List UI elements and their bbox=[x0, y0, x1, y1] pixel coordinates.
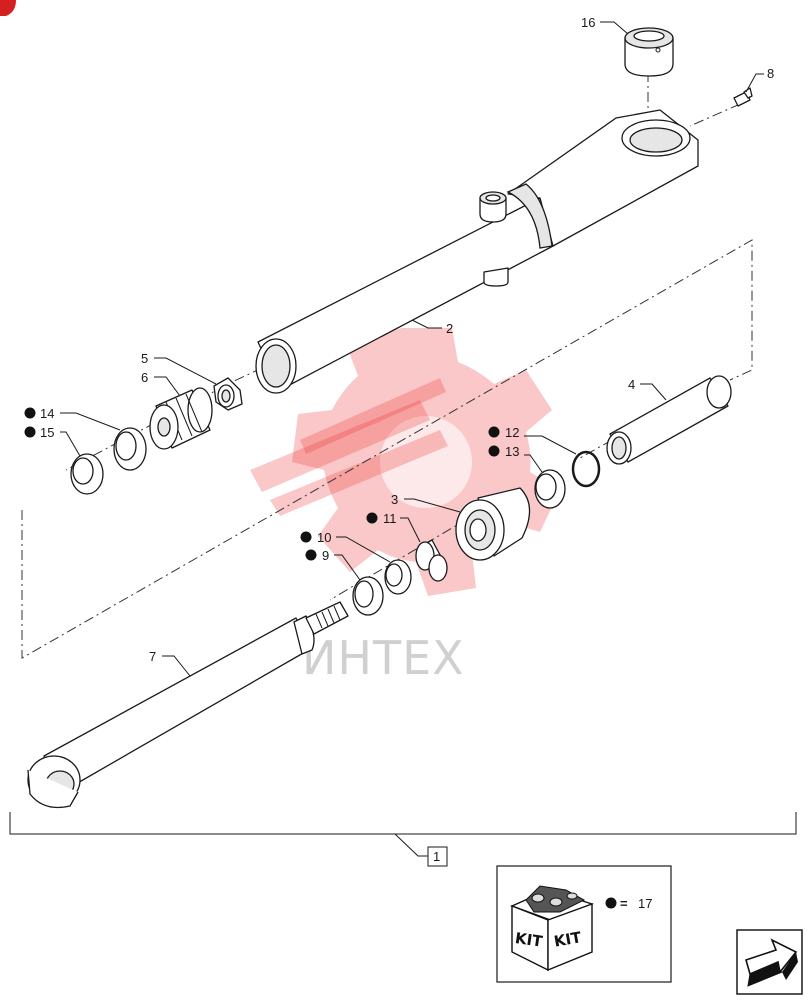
callout-10-group: 10 bbox=[300, 530, 391, 563]
callout-9: 9 bbox=[322, 548, 329, 563]
callout-14-group: 14 bbox=[24, 406, 121, 431]
assembly-leader bbox=[394, 833, 428, 857]
kit-dot-15 bbox=[24, 426, 36, 438]
axis-pin bbox=[689, 103, 741, 127]
callout-9-group: 9 bbox=[305, 548, 361, 581]
kit-dot-9 bbox=[305, 549, 317, 561]
part-7-piston-rod bbox=[27, 601, 349, 809]
part-6-piston bbox=[149, 387, 213, 450]
callout-1: 1 bbox=[433, 849, 440, 864]
kit-legend-dot bbox=[605, 897, 617, 909]
callout-11: 11 bbox=[383, 511, 397, 526]
callout-8-group: 8 bbox=[745, 66, 774, 93]
callout-2: 2 bbox=[446, 321, 453, 336]
watermark-gear bbox=[250, 328, 560, 596]
part-5-nut bbox=[213, 377, 243, 411]
callout-16: 16 bbox=[581, 15, 595, 30]
next-page-button[interactable] bbox=[736, 929, 803, 995]
kit-dot-12 bbox=[488, 426, 500, 438]
callout-13: 13 bbox=[505, 444, 519, 459]
callout-2-group: 2 bbox=[411, 319, 453, 336]
part-13-backup-ring bbox=[534, 469, 566, 509]
part-14-ring bbox=[113, 427, 147, 471]
callout-12: 12 bbox=[505, 425, 519, 440]
callout-10: 10 bbox=[317, 530, 331, 545]
callout-14: 14 bbox=[40, 406, 54, 421]
kit-legend: KIT KIT = 17 bbox=[496, 865, 672, 983]
callout-15-group: 15 bbox=[24, 425, 81, 457]
corner-marker bbox=[0, 0, 16, 16]
kit-legend-equals: = bbox=[620, 896, 628, 911]
callout-16-group: 16 bbox=[581, 15, 629, 35]
part-9-ring bbox=[352, 576, 384, 616]
part-12-o-ring bbox=[571, 450, 601, 488]
kit-legend-number: 17 bbox=[638, 896, 652, 911]
callout-15: 15 bbox=[40, 425, 54, 440]
callout-3: 3 bbox=[391, 492, 398, 507]
kit-dot-10 bbox=[300, 531, 312, 543]
assembly-label-box bbox=[427, 846, 448, 867]
part-2-cylinder-barrel bbox=[255, 109, 699, 394]
assembly-bracket bbox=[9, 812, 797, 835]
part-11-seal bbox=[415, 539, 448, 582]
watermark-text: ИНТЕХ bbox=[302, 631, 465, 685]
kit-label-right: KIT bbox=[553, 928, 584, 951]
callout-12-group: 12 bbox=[488, 425, 577, 455]
callout-4-group: 4 bbox=[628, 377, 667, 401]
part-8-grease-fitting bbox=[733, 87, 753, 107]
kit-dot-14 bbox=[24, 407, 36, 419]
callout-8: 8 bbox=[767, 66, 774, 81]
axis-frame bbox=[21, 239, 753, 659]
callout-5: 5 bbox=[141, 351, 148, 366]
callout-3-group: 3 bbox=[391, 492, 461, 513]
kit-box-icon: KIT KIT bbox=[510, 885, 594, 972]
part-4-sleeve bbox=[606, 375, 732, 465]
part-10-ring bbox=[384, 559, 412, 595]
next-arrow-icon bbox=[745, 938, 798, 987]
part-3-gland-head bbox=[455, 487, 531, 561]
callout-6-group: 6 bbox=[141, 370, 181, 397]
kit-dot-11 bbox=[366, 512, 378, 524]
callout-13-group: 13 bbox=[488, 444, 543, 473]
callout-5-group: 5 bbox=[141, 351, 217, 385]
callout-7: 7 bbox=[149, 649, 156, 664]
part-16-bushing bbox=[624, 27, 674, 77]
kit-dot-13 bbox=[488, 445, 500, 457]
callout-4: 4 bbox=[628, 377, 635, 392]
kit-label-left: KIT bbox=[514, 929, 544, 951]
callout-7-group: 7 bbox=[149, 649, 191, 677]
callout-11-group: 11 bbox=[366, 511, 421, 543]
part-15-ring bbox=[70, 453, 104, 495]
callout-6: 6 bbox=[141, 370, 148, 385]
